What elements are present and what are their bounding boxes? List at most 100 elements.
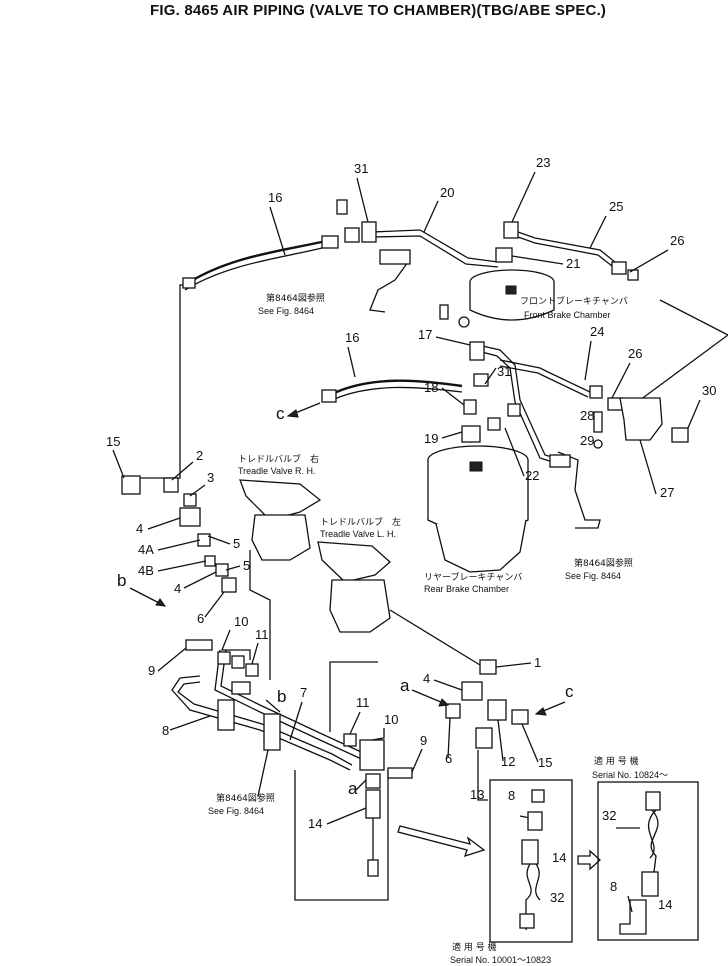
detail-box-serial-10001 — [489, 779, 573, 943]
callout-c29: 29 — [580, 433, 594, 448]
detail-arrow-1 — [397, 825, 486, 858]
label-tvl_en: Treadle Valve L. H. — [320, 529, 396, 539]
callout-c14c: 14 — [658, 897, 672, 912]
bracket-27 — [619, 397, 663, 441]
label-see2_jp: 第8464図参照 — [574, 557, 633, 569]
label-rear_en: Rear Brake Chamber — [424, 584, 509, 594]
callout-c4c: 4 — [423, 671, 430, 686]
callout-c6a: 6 — [197, 611, 204, 626]
rear-brake-chamber-port — [469, 461, 483, 472]
callout-c4Ba: 4B — [138, 563, 154, 578]
bolt-front — [439, 304, 449, 320]
callout-c13: 13 — [470, 787, 484, 802]
pipe-7 — [214, 649, 369, 763]
callout-c16b: 16 — [345, 330, 359, 345]
callout-c18: 18 — [424, 380, 438, 395]
callout-c4b: 4 — [174, 581, 181, 596]
annotation-labels: 第8464図参照 See Fig. 8464 フロントブレーキチャンバ Front B… — [208, 292, 668, 965]
fitting-31-upper — [344, 227, 360, 243]
front-brake-chamber-body — [469, 282, 555, 321]
callout-c21: 21 — [566, 256, 580, 271]
label-ser2_jp: 適 用 号 機 — [452, 941, 497, 953]
front-brake-chamber-port — [505, 285, 517, 295]
label-see1_en: See Fig. 8464 — [258, 306, 314, 316]
bracket-upper — [361, 221, 377, 243]
connector-kc2: c — [565, 682, 574, 701]
fitting-1 — [479, 659, 497, 675]
washer-10-b — [231, 655, 245, 669]
arrow-a-bottom — [355, 779, 367, 791]
pressure-switch-14 — [365, 789, 381, 819]
callout-c26a: 26 — [670, 233, 684, 248]
callout-c15a: 15 — [106, 434, 120, 449]
callout-c31a: 31 — [354, 161, 368, 176]
callout-c14a: 14 — [308, 816, 322, 831]
hose-16-upper-outline — [184, 245, 331, 291]
washer-10-a — [217, 651, 231, 665]
label-ser1_jp: 適 用 号 機 — [594, 755, 639, 767]
callout-c10b: 10 — [384, 712, 398, 727]
callout-c11b: 11 — [356, 695, 370, 710]
callout-c31b: 31 — [497, 364, 511, 379]
figure-title: FIG. 8465 AIR PIPING (VALVE TO CHAMBER)(… — [150, 2, 607, 19]
callout-c24: 24 — [590, 324, 604, 339]
tube-20 — [371, 229, 499, 263]
fitting-16-lower-left — [321, 389, 337, 403]
callout-c25: 25 — [609, 199, 623, 214]
callout-c7: 7 — [300, 685, 307, 700]
fitting-16-end-left — [182, 277, 196, 289]
label-tvr_en: Treadle Valve R. H. — [238, 466, 316, 476]
fitting-4-right — [461, 681, 483, 701]
leader-hose16-to-15 — [132, 284, 183, 479]
bracket-lower — [557, 451, 601, 529]
callout-c1: 1 — [534, 655, 541, 670]
bolt-28 — [593, 411, 603, 433]
callout-c32a: 32 — [550, 890, 564, 905]
bolt-9-left — [185, 639, 213, 651]
fitting-13 — [475, 727, 493, 749]
callout-c4Aa: 4A — [138, 542, 154, 557]
valve-block-upper — [379, 249, 411, 265]
callout-c22: 22 — [525, 468, 539, 483]
treadle-valve-lh-body — [329, 579, 391, 633]
fitting-22 — [487, 417, 501, 431]
callout-c16a: 16 — [268, 190, 282, 205]
arrow-b-right — [265, 699, 281, 713]
callout-c9a: 9 — [148, 663, 155, 678]
label-ser2_en: Serial No. 10001～10823 — [450, 955, 551, 965]
fitting-30 — [671, 427, 689, 443]
connector-ka2: a — [348, 779, 358, 798]
fitting-3 — [183, 493, 197, 507]
washer-29 — [593, 439, 603, 449]
fitting-6-right — [445, 703, 461, 719]
label-ser1_en: Serial No. 10824～ — [592, 770, 668, 780]
leader-rh-valve — [249, 550, 271, 680]
callout-c32b: 32 — [602, 808, 616, 823]
callout-c14b: 14 — [552, 850, 566, 865]
callout-c30: 30 — [702, 383, 716, 398]
fitting-2 — [163, 477, 179, 493]
washer-front — [458, 316, 470, 328]
label-tvl_jp: トレドルバルブ 左 — [320, 516, 401, 528]
callout-c15b: 15 — [538, 755, 552, 770]
callout-c20: 20 — [440, 185, 454, 200]
fitting-19 — [461, 425, 481, 443]
pipe-8 — [171, 675, 351, 771]
tube-25 — [517, 231, 616, 263]
label-front_jp: フロントブレーキチャンバ — [520, 295, 628, 307]
fitting-26-upper-b — [627, 269, 639, 281]
clamp-bracket-left — [217, 699, 235, 731]
fitting-18 — [463, 399, 477, 415]
callout-c8c: 8 — [610, 879, 617, 894]
fitting-12 — [487, 699, 507, 721]
label-tvr_jp: トレドルバルブ 右 — [238, 453, 319, 465]
treadle-valve-rh-body — [251, 514, 311, 561]
fitting-11-left — [245, 663, 259, 677]
callout-c12: 12 — [501, 754, 515, 769]
callout-c8b: 8 — [508, 788, 515, 803]
block-10 — [359, 739, 385, 771]
fitting-22-b — [507, 403, 521, 417]
fitting-26-upper — [611, 261, 627, 275]
label-front_en: Front Brake Chamber — [524, 310, 611, 320]
